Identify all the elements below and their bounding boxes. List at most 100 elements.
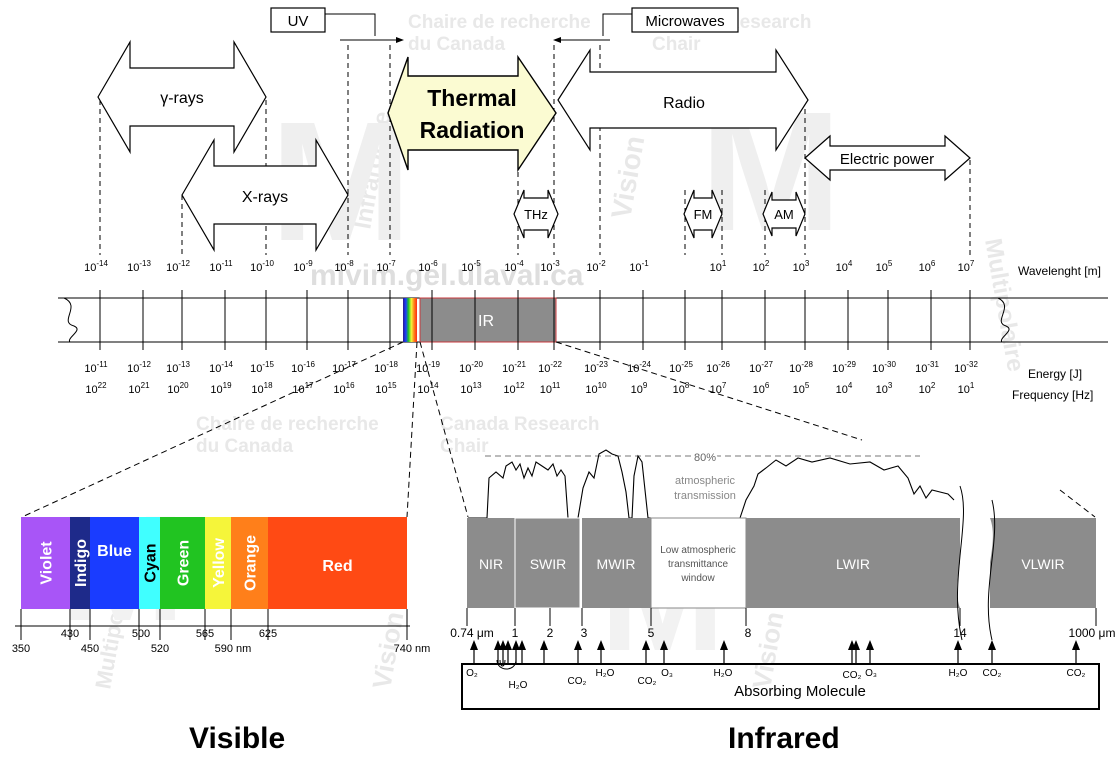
absorption-arrow xyxy=(866,640,874,664)
wavelength-tick-label: 107 xyxy=(958,259,975,274)
absorption-arrow xyxy=(852,640,860,664)
energy-tick-label: 10-19 xyxy=(416,360,440,375)
color-band-orange: Orange xyxy=(231,517,268,609)
watermark-url: mivim.gel.ulaval.ca xyxy=(310,259,584,292)
ir-label: IR xyxy=(478,313,494,330)
svg-text:Yellow: Yellow xyxy=(211,538,228,588)
visible-tick-label: 350 xyxy=(12,643,30,655)
molecule-label: CO₂ xyxy=(638,676,657,687)
frequency-tick-label: 1018 xyxy=(251,381,273,396)
svg-text:Red: Red xyxy=(322,558,352,575)
energy-tick-label: 10-24 xyxy=(627,360,651,375)
frequency-tick-label: 1020 xyxy=(167,381,189,396)
frequency-tick-label: 1013 xyxy=(460,381,482,396)
frequency-tick-label: 1016 xyxy=(333,381,355,396)
energy-tick-label: 10-26 xyxy=(706,360,730,375)
frequency-tick-label: 1012 xyxy=(503,381,525,396)
wavelength-tick-label: 10-13 xyxy=(127,259,151,274)
energy-tick-label: 10-17 xyxy=(332,360,356,375)
frequency-tick-label: 1010 xyxy=(585,381,607,396)
atm-label: transmission xyxy=(674,490,736,502)
gamma-rays-arrow: γ-rays xyxy=(97,39,267,155)
color-band-cyan: Cyan xyxy=(139,517,160,609)
energy-tick-label: 10-13 xyxy=(166,360,190,375)
molecule-label: CO₂ xyxy=(843,670,862,681)
energy-tick-label: 10-30 xyxy=(872,360,896,375)
wavelength-tick-label: 10-7 xyxy=(376,259,396,274)
molecule-label: H₂O xyxy=(949,668,968,679)
absorption-arrow xyxy=(540,640,548,664)
visible-tick-label: 590 nm xyxy=(215,643,252,655)
vlwir-label: VLWIR xyxy=(1021,556,1064,572)
visible-band-stripe xyxy=(403,298,417,342)
watermark-text: Vision xyxy=(746,609,789,691)
frequency-tick-label: 107 xyxy=(710,381,727,396)
ir-bands: NIR SWIR MWIR Low atmospheric transmitta… xyxy=(467,485,1096,641)
uv-label: UV xyxy=(270,7,404,43)
frequency-tick-label: 106 xyxy=(753,381,770,396)
wavelength-axis-label: Wavelenght [m] xyxy=(1018,264,1101,278)
frequency-tick-label: 1017 xyxy=(292,381,314,396)
svg-text:AM: AM xyxy=(774,207,794,222)
radio-arrow: Radio xyxy=(557,47,809,153)
mwir-band xyxy=(582,518,651,608)
color-band-blue: Blue xyxy=(90,517,139,609)
wavelength-tick-label: 103 xyxy=(793,259,810,274)
window-label: transmittance xyxy=(668,559,728,570)
svg-text:Blue: Blue xyxy=(97,543,132,560)
ir-tick: 2 xyxy=(547,626,554,640)
molecule-label: O₂ xyxy=(466,668,478,679)
wavelength-tick-label: 10-3 xyxy=(540,259,560,274)
molecule-label: O₃ xyxy=(661,668,673,679)
svg-text:Cyan: Cyan xyxy=(143,543,160,582)
x-rays-arrow: X-rays xyxy=(181,137,349,253)
absorption-arrow xyxy=(954,640,962,664)
wavelength-tick-label: 10-11 xyxy=(209,259,233,274)
thermal-radiation-arrow: Thermal Radiation xyxy=(387,54,557,173)
ir-tick: 0.74 μm xyxy=(450,626,494,640)
absorption-arrow xyxy=(518,640,526,664)
visible-tick-label: 520 xyxy=(151,643,169,655)
visible-tick-label: 450 xyxy=(81,643,99,655)
wavelength-tick-label: 10-1 xyxy=(629,259,649,274)
lwir-band xyxy=(746,518,960,608)
energy-tick-label: 10-21 xyxy=(502,360,526,375)
mwir-label: MWIR xyxy=(597,556,636,572)
transmission-curve xyxy=(468,449,955,519)
watermark-text: Chaire de recherche xyxy=(196,414,379,435)
energy-tick-label: 10-15 xyxy=(250,360,274,375)
svg-text:Violet: Violet xyxy=(39,541,56,585)
microwaves-label: Microwaves xyxy=(553,7,739,43)
absorption-arrow xyxy=(574,640,582,664)
thz-arrow: THz xyxy=(513,189,559,239)
svg-text:Indigo: Indigo xyxy=(73,539,90,587)
spectrum-bar: IR xyxy=(58,297,1108,343)
wavelength-tick-label: 10-14 xyxy=(84,259,108,274)
svg-text:X-rays: X-rays xyxy=(242,189,288,206)
color-band-indigo: Indigo xyxy=(70,517,90,609)
visible-tick-label: 565 xyxy=(196,628,214,640)
wavelength-tick-label: 105 xyxy=(876,259,893,274)
svg-text:Radiation: Radiation xyxy=(420,117,525,143)
svg-text:THz: THz xyxy=(524,207,548,222)
ir-tick: 5 xyxy=(648,626,655,640)
absorption-arrow xyxy=(642,640,650,664)
swir-label: SWIR xyxy=(530,556,567,572)
molecule-label: CO₂ xyxy=(568,676,587,687)
absorption-arrow xyxy=(494,640,502,664)
wavelength-tick-label: 10-6 xyxy=(418,259,438,274)
ir-tick: 14 xyxy=(953,626,967,640)
ir-axis: 0.74 μm 1 2 3 5 8 14 1000 μm xyxy=(450,608,1115,640)
absorption-arrow xyxy=(504,640,512,664)
energy-tick-label: 10-23 xyxy=(584,360,608,375)
energy-axis-label: Energy [J] xyxy=(1028,367,1082,381)
watermark-text: Canada Research xyxy=(440,414,599,435)
absorption-arrow xyxy=(720,640,728,664)
absorption-arrows xyxy=(470,640,1080,664)
visible-tick-label: 430 xyxy=(61,628,79,640)
electric-power-arrow: Electric power xyxy=(804,134,971,182)
watermark-text: du Canada xyxy=(408,34,506,55)
frequency-tick-label: 102 xyxy=(919,381,936,396)
